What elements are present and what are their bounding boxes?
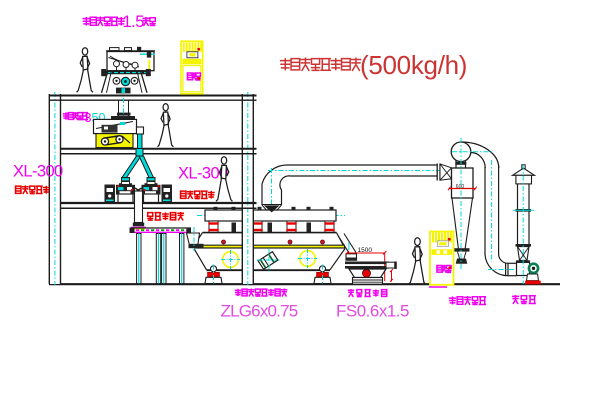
svg-text:1.5: 1.5: [123, 13, 145, 31]
svg-text:XL-300: XL-300: [13, 163, 63, 181]
svg-text:3: 3: [85, 111, 92, 125]
svg-text:FS0.6x1.5: FS0.6x1.5: [336, 302, 409, 321]
svg-text:(500kg/h): (500kg/h): [360, 50, 467, 80]
svg-text:ZLG6x0.75: ZLG6x0.75: [221, 302, 298, 321]
svg-text:XL-300: XL-300: [178, 165, 228, 183]
svg-text:1500: 1500: [358, 247, 373, 254]
svg-text:600: 600: [456, 184, 465, 190]
